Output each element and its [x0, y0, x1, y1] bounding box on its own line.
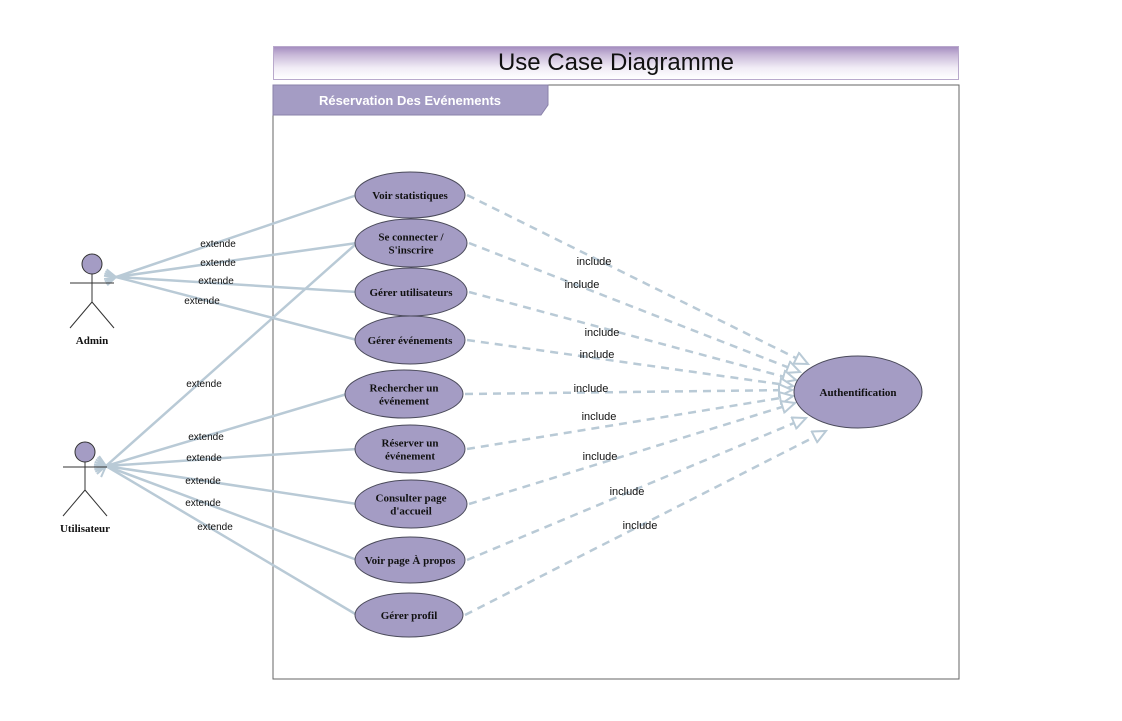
package-tab	[272, 84, 549, 116]
extend-line-admin-gerer-utilisateurs	[116, 277, 358, 294]
extend-line-admin-se-connecter	[116, 241, 358, 277]
actor-utilisateur[interactable]: Utilisateur	[60, 441, 110, 535]
use-case-ellipse	[354, 315, 466, 365]
include-label-voir-statistiques: include	[577, 256, 612, 268]
actor-utilisateur-label: Utilisateur	[60, 523, 110, 535]
actor-admin-label: Admin	[76, 335, 108, 347]
include-line-consulter-accueil	[468, 403, 795, 506]
include-label-gerer-profil: include	[623, 520, 658, 532]
extend-line-user-consulter-accueil	[106, 466, 358, 506]
use-case-ellipse	[354, 424, 466, 474]
use-cases: Voir statistiques Se connecter /S'inscrir…	[344, 171, 923, 638]
extend-line-admin-gerer-evenements	[116, 277, 358, 342]
include-label-rechercher-evenement: include	[574, 383, 609, 395]
actor-admin[interactable]: Admin	[69, 253, 115, 347]
use-case-label: Gérer utilisateurs	[370, 287, 454, 299]
extend-label-user-gerer-profil: extende	[197, 522, 233, 533]
extend-label-user-se-connecter: extende	[186, 379, 222, 390]
use-case-se-connecter[interactable]: Se connecter /S'inscrire	[354, 218, 468, 268]
use-case-label: d'accueil	[390, 506, 432, 518]
include-line-rechercher-evenement	[464, 390, 792, 394]
extend-line-user-gerer-profil	[106, 466, 358, 617]
use-case-ellipse	[354, 592, 464, 638]
use-case-label: Voir statistiques	[372, 190, 448, 202]
extend-line-admin-voir-statistiques	[116, 193, 358, 277]
extend-line-user-voir-apropos	[106, 466, 358, 562]
extend-label-user-consulter-accueil: extende	[185, 476, 221, 487]
extend-line-user-rechercher-evenement	[106, 392, 348, 466]
use-case-label: événement	[385, 451, 435, 463]
connectors: extende extende extende extende extende exten…	[106, 193, 826, 617]
include-label-se-connecter: include	[565, 279, 600, 291]
extend-label-user-reserver-evenement: extende	[186, 453, 222, 464]
use-case-voir-apropos[interactable]: Voir page À propos	[354, 536, 466, 584]
use-case-ellipse	[344, 369, 464, 419]
extend-label-user-voir-apropos: extende	[185, 498, 221, 509]
use-case-ellipse	[354, 171, 466, 219]
include-label-consulter-accueil: include	[583, 451, 618, 463]
extend-label-user-rechercher-evenement: extende	[188, 432, 224, 443]
extend-label-admin-voir-statistiques: extende	[200, 239, 236, 250]
use-case-label: Réserver un	[382, 438, 439, 450]
extend-label-admin-gerer-evenements: extende	[184, 296, 220, 307]
use-case-ellipse	[354, 479, 468, 529]
use-case-label: événement	[379, 396, 429, 408]
include-line-voir-statistiques	[466, 193, 808, 366]
include-label-gerer-evenements: include	[580, 349, 615, 361]
use-case-label: Gérer événements	[368, 335, 454, 347]
use-case-ellipse	[793, 355, 923, 429]
include-label-gerer-utilisateurs: include	[585, 327, 620, 339]
use-case-label: Consulter page	[376, 493, 447, 505]
include-line-se-connecter	[468, 241, 800, 372]
include-line-gerer-profil	[464, 429, 826, 617]
use-case-gerer-profil[interactable]: Gérer profil	[354, 592, 464, 638]
use-case-ellipse	[354, 536, 466, 584]
extend-label-admin-gerer-utilisateurs: extende	[198, 276, 234, 287]
use-case-label: Voir page À propos	[365, 555, 456, 567]
include-label-voir-apropos: include	[610, 486, 645, 498]
include-label-reserver-evenement: include	[582, 411, 617, 423]
diagram-title: Use Case Diagramme	[273, 46, 959, 80]
include-line-voir-apropos	[466, 418, 806, 562]
use-case-authentification[interactable]: Authentification	[793, 355, 923, 429]
package-label: Réservation Des Evénements	[319, 93, 501, 108]
use-case-label: Rechercher un	[370, 383, 439, 395]
use-case-gerer-evenements[interactable]: Gérer événements	[354, 315, 466, 365]
include-line-gerer-utilisateurs	[468, 290, 796, 380]
use-case-label: Se connecter /	[378, 232, 444, 244]
extend-line-user-se-connecter	[106, 242, 358, 466]
extend-line-user-reserver-evenement	[106, 447, 358, 466]
use-case-voir-statistiques[interactable]: Voir statistiques	[354, 171, 466, 219]
use-case-gerer-utilisateurs[interactable]: Gérer utilisateurs	[354, 267, 468, 317]
use-case-label: Authentification	[820, 387, 897, 399]
extend-label-admin-se-connecter: extende	[200, 258, 236, 269]
use-case-label: S'inscrire	[388, 245, 433, 257]
use-case-label: Gérer profil	[381, 610, 438, 622]
use-case-ellipse	[354, 218, 468, 268]
